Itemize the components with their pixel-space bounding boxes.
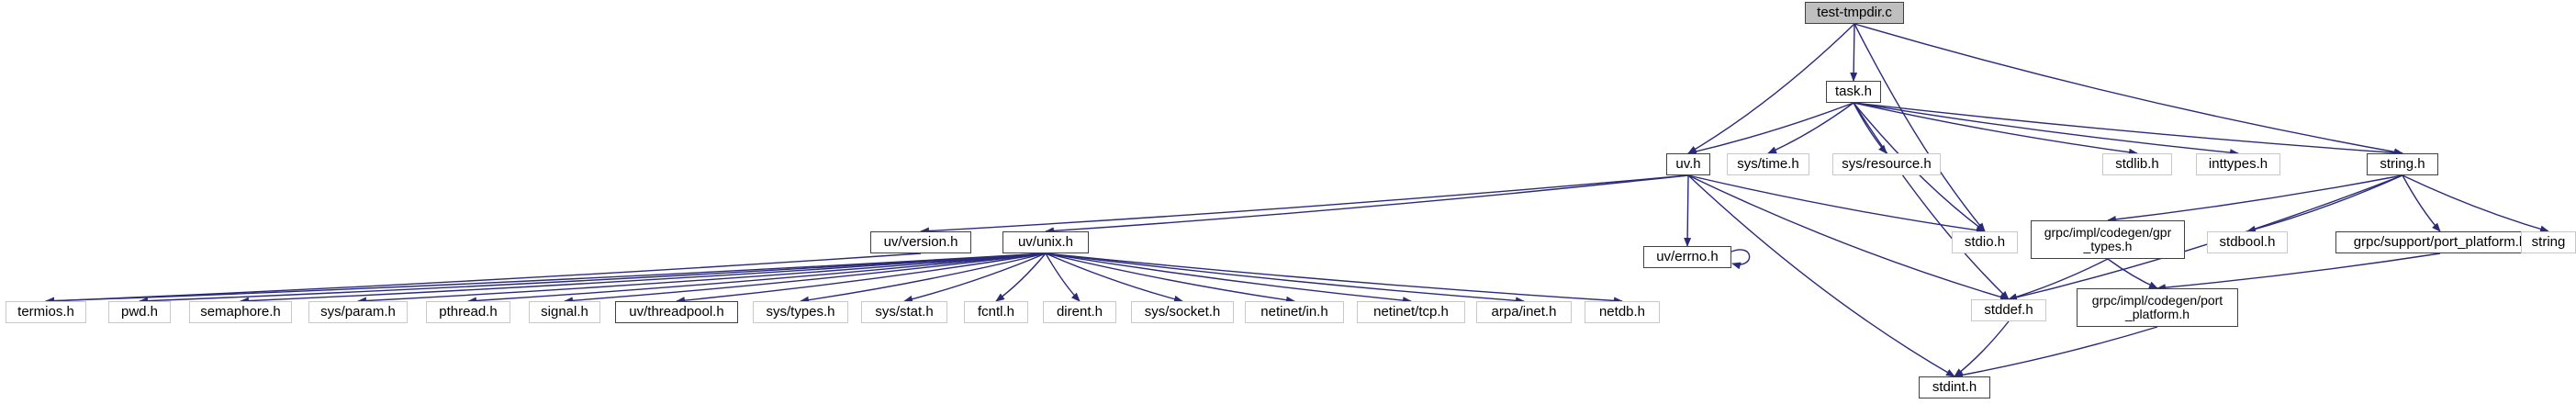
graph-edge [1687,174,1986,234]
graph-edge [240,252,1047,305]
graph-edge [2156,252,2441,292]
graph-node-stdbool-h: stdbool.h [2207,231,2288,253]
graph-edge [2402,174,2441,232]
graph-edge [45,252,922,305]
graph-node-termios-h: termios.h [6,301,86,323]
graph-edge [800,252,1047,304]
graph-node-fcntl-h: fcntl.h [964,301,1028,323]
graph-edge [1853,102,2239,157]
graph-node-uv-threadpool-h[interactable]: uv/threadpool.h [615,301,738,323]
graph-edge [139,252,1047,305]
graph-edge [467,252,1047,305]
graph-edge [2008,174,2403,301]
graph-edge [1854,23,2403,156]
graph-node-dirent-h: dirent.h [1043,301,1116,323]
graph-node-stdlib-h: stdlib.h [2102,153,2172,175]
graph-node-sys-stat-h: sys/stat.h [861,301,947,323]
graph-edge [1687,174,1955,377]
graph-edge [1853,102,2010,300]
graph-edge [676,252,1047,305]
graph-edge [1045,252,1525,305]
graph-node-uv-errno-h[interactable]: uv/errno.h [1643,246,1731,268]
graph-node-string-h[interactable]: string.h [2367,153,2438,175]
graph-edge [1045,174,1689,235]
graph-edge [1045,252,1183,303]
graph-edge [1684,174,1692,247]
graph-edge [1045,252,1081,302]
graph-edge [1954,326,2158,379]
graph-node-sys-resource-h: sys/resource.h [1832,153,1941,175]
graph-node-sys-param-h: sys/param.h [308,301,408,323]
graph-node-netinet-in-h: netinet/in.h [1245,301,1344,323]
graph-edge [1730,249,1751,270]
graph-edge [2107,258,2158,289]
graph-node-task-h[interactable]: task.h [1826,81,1881,103]
graph-node-signal-h: signal.h [529,301,600,323]
graph-node-grpc-support-port-platform-h[interactable]: grpc/support/port_platform.h [2335,231,2545,253]
graph-node-stdint-h[interactable]: stdint.h [1919,376,1990,398]
graph-node-uv-version-h[interactable]: uv/version.h [870,231,971,253]
graph-node-string: string [2521,231,2576,253]
graph-edge [920,174,1689,235]
graph-edge [2402,174,2549,233]
graph-edge [2246,174,2403,233]
graph-edge [1853,102,2138,156]
graph-edge [2008,258,2109,301]
graph-edge [1045,252,1295,304]
graph-edge [1687,174,2010,301]
graph-node-test-tmpdir-c[interactable]: test-tmpdir.c [1805,2,1904,24]
graph-node-grpc-impl-codegen-port-platform-h[interactable]: grpc/impl/codegen/port _platform.h [2077,288,2238,327]
graph-edge [357,252,1047,305]
graph-edge [1854,23,1986,232]
graph-node-sys-types-h: sys/types.h [753,301,848,323]
graph-node-inttypes-h: inttypes.h [2196,153,2280,175]
graph-edge [903,252,1047,303]
graph-edge [1767,102,1854,154]
graph-node-stdio-h: stdio.h [1952,231,2018,253]
graph-node-pwd-h: pwd.h [108,301,171,323]
graph-edge [1954,320,2010,377]
graph-edge [45,252,1047,305]
graph-node-semaphore-h: semaphore.h [189,301,292,323]
graph-node-stddef-h: stddef.h [1971,299,2046,321]
graph-node-arpa-inet-h: arpa/inet.h [1476,301,1572,323]
graph-node-sys-time-h: sys/time.h [1727,153,1809,175]
graph-node-netinet-tcp-h: netinet/tcp.h [1357,301,1465,323]
graph-edge [1687,23,1855,154]
graph-edge [2107,174,2403,223]
graph-node-uv-unix-h[interactable]: uv/unix.h [1002,231,1089,253]
graph-edge [564,252,1047,305]
graph-node-uv-h[interactable]: uv.h [1666,153,1710,175]
graph-edge [995,252,1047,302]
graph-edge [1045,252,1623,305]
graph-node-pthread-h: pthread.h [426,301,510,323]
graph-node-grpc-impl-codegen-gpr-types-h[interactable]: grpc/impl/codegen/gpr _types.h [2031,220,2185,259]
graph-edge [1045,252,1412,305]
graph-edge [1853,102,2403,157]
graph-node-netdb-h: netdb.h [1585,301,1660,323]
graph-edge [1687,102,1854,155]
graph-node-sys-socket-h: sys/socket.h [1131,301,1234,323]
